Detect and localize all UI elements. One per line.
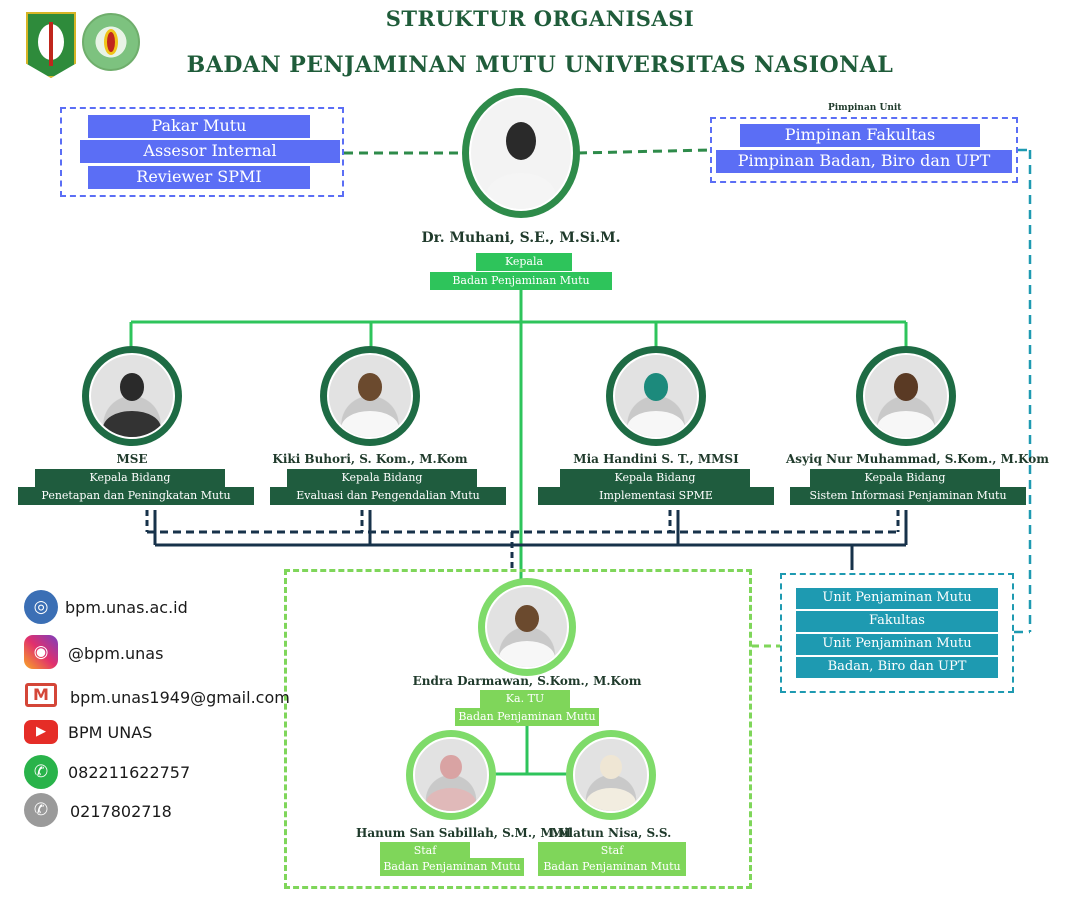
division-head-name: Mia Handini S. T., MMSI (573, 452, 739, 466)
quality-unit-item: Unit Penjaminan Mutu (796, 588, 998, 609)
division-head-name: Kiki Buhori, S. Kom., M.Kom (272, 452, 468, 466)
chart-subtitle: BADAN PENJAMINAN MUTU UNIVERSITAS NASION… (186, 52, 894, 78)
head-name: Dr. Muhani, S.E., M.Si.M. (421, 230, 621, 246)
unit-leaders-label: Pimpinan Unit (828, 103, 902, 113)
ka-tu-role: Ka. TU (480, 690, 570, 708)
globe-icon: ◎ (24, 590, 58, 624)
quality-units-box (780, 573, 1014, 693)
unit-leader-item: Pimpinan Badan, Biro dan UPT (716, 150, 1012, 173)
email-text[interactable]: bpm.unas1949@gmail.com (70, 688, 290, 707)
phone-icon: ✆ (24, 793, 58, 827)
secretariat-box (284, 569, 752, 889)
quality-unit-item: Unit Penjaminan Mutu (796, 634, 998, 655)
head-role: Kepala (476, 253, 572, 271)
division-head-unit: Evaluasi dan Pengendalian Mutu (270, 487, 506, 505)
division-head-photo (856, 346, 956, 446)
unit-leader-item: Pimpinan Fakultas (740, 124, 980, 147)
division-head-role: Kepala Bidang (810, 469, 1000, 487)
division-head-photo (606, 346, 706, 446)
head-role-unit: Badan Penjaminan Mutu (430, 272, 612, 290)
division-head-name: MSE (116, 452, 148, 466)
division-head-photo (82, 346, 182, 446)
staff-unit: Badan Penjaminan Mutu (380, 858, 524, 876)
quality-unit-item: Badan, Biro dan UPT (796, 657, 998, 678)
staff-photo (566, 730, 656, 820)
division-head-unit: Implementasi SPME (538, 487, 774, 505)
division-head-role: Kepala Bidang (35, 469, 225, 487)
division-head-role: Kepala Bidang (287, 469, 477, 487)
bpm-logo (82, 13, 140, 71)
unit-leaders-box (710, 117, 1018, 183)
staff-name: Hanum San Sabillah, S.M., M.M (356, 826, 572, 840)
advisor-item: Assesor Internal (80, 140, 340, 163)
chart-title: STRUKTUR ORGANISASI (385, 6, 695, 31)
staff-photo (406, 730, 496, 820)
university-logo (26, 12, 76, 78)
division-head-unit: Sistem Informasi Penjaminan Mutu (790, 487, 1026, 505)
phone-text[interactable]: 0217802718 (70, 802, 172, 821)
division-head-name: Asyiq Nur Muhammad, S.Kom., M.Kom (786, 452, 1049, 466)
staff-role: Staf (538, 842, 686, 860)
ka-tu-name: Endra Darmawan, S.Kom., M.Kom (412, 674, 642, 688)
website-text[interactable]: bpm.unas.ac.id (65, 598, 188, 617)
advisors-box (60, 107, 344, 197)
division-head-photo (320, 346, 420, 446)
youtube-text[interactable]: BPM UNAS (68, 723, 153, 742)
youtube-icon: ▶ (24, 720, 58, 744)
staff-role: Staf (380, 842, 470, 860)
whatsapp-text[interactable]: 082211622757 (68, 763, 191, 782)
staff-name: Milatun Nisa, S.S. (550, 826, 672, 840)
division-head-unit: Penetapan dan Peningkatan Mutu (18, 487, 254, 505)
staff-unit: Badan Penjaminan Mutu (538, 858, 686, 876)
instagram-text[interactable]: @bpm.unas (68, 644, 164, 663)
gmail-icon: M (25, 683, 57, 707)
instagram-icon: ◉ (24, 635, 58, 669)
advisor-item: Pakar Mutu (88, 115, 310, 138)
division-head-role: Kepala Bidang (560, 469, 750, 487)
advisor-item: Reviewer SPMI (88, 166, 310, 189)
quality-unit-item: Fakultas (796, 611, 998, 632)
ka-tu-photo (478, 578, 576, 676)
head-photo (462, 88, 580, 218)
ka-tu-unit: Badan Penjaminan Mutu (455, 708, 599, 726)
whatsapp-icon: ✆ (24, 755, 58, 789)
